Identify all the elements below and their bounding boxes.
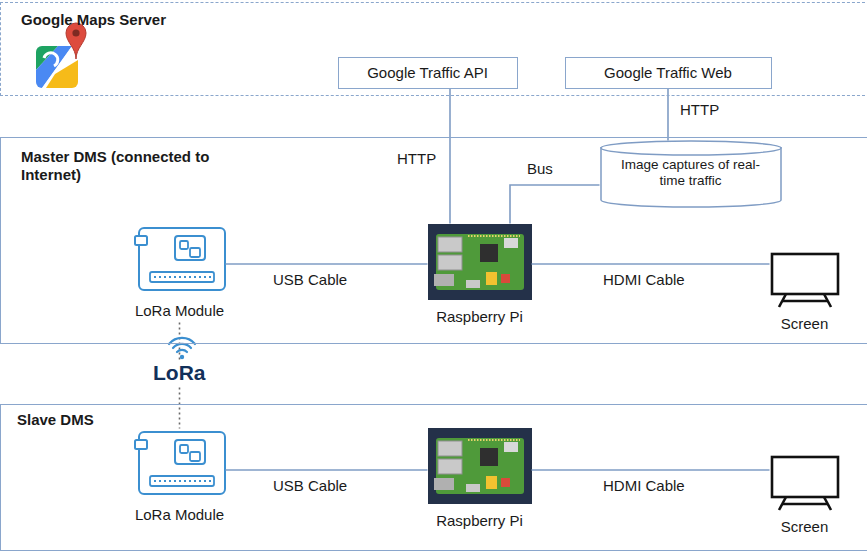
screen-icon xyxy=(772,457,838,510)
edge-label: LoRa xyxy=(150,360,209,385)
node-label: Google Traffic Web xyxy=(604,64,732,82)
node-label: Image captures of real-time traffic xyxy=(610,157,772,189)
connector-line xyxy=(226,469,428,471)
node-label: Screen xyxy=(781,315,829,333)
service-box: Google Traffic API xyxy=(338,57,518,89)
cylinder-body xyxy=(601,147,781,207)
screen-icon xyxy=(772,254,838,307)
raspberry-pi-icon xyxy=(428,428,532,504)
node-label: Raspberry Pi xyxy=(436,308,523,326)
connector-line xyxy=(510,185,600,224)
connector-line xyxy=(667,89,669,141)
region-title: Slave DMS xyxy=(17,411,317,429)
connector-line xyxy=(449,89,451,224)
node-label: Screen xyxy=(781,518,829,536)
edge-label: HTTP xyxy=(680,101,719,119)
lora-module: LoRa Module xyxy=(134,228,226,320)
edge-label: HDMI Cable xyxy=(603,477,685,495)
node-label: Google Traffic API xyxy=(367,64,488,82)
database-cylinder: Image captures of real-time traffic xyxy=(600,140,782,208)
google-maps-logo xyxy=(36,23,86,88)
edge-label: Bus xyxy=(527,160,553,178)
region-title: Google Maps Server xyxy=(21,11,321,29)
connector-line xyxy=(532,469,770,471)
service-box: Google Traffic Web xyxy=(565,57,772,89)
raspberry-pi: Raspberry Pi xyxy=(428,428,532,530)
master-dms-region: Image captures of real-time trafficLoRa … xyxy=(0,137,867,344)
screen-monitor: Screen xyxy=(770,455,840,536)
lora-module: LoRa Module xyxy=(134,432,226,524)
connector-line xyxy=(226,263,428,265)
region-title: Master DMS (connected to Internet) xyxy=(21,148,221,184)
edge-label: HTTP xyxy=(397,150,436,168)
server-region: Google Traffic API Google Traffic Web Goog… xyxy=(0,2,867,96)
edge-label: USB Cable xyxy=(273,477,347,495)
connector-line xyxy=(532,263,770,265)
raspberry-pi: Raspberry Pi xyxy=(428,224,532,326)
node-label: Raspberry Pi xyxy=(436,512,523,530)
edge-label: USB Cable xyxy=(273,271,347,289)
slave-dms-region: LoRa Module Raspberry Pi Screen Slave DMS xyxy=(0,404,867,551)
cylinder-top xyxy=(601,141,781,155)
node-label: LoRa Module xyxy=(135,302,224,320)
wireless-symbol xyxy=(169,338,195,359)
screen-monitor: Screen xyxy=(770,252,840,333)
node-label: LoRa Module xyxy=(135,506,224,524)
lora-module-icon xyxy=(135,432,225,494)
lora-module-icon xyxy=(135,228,225,290)
raspberry-pi-icon xyxy=(428,224,532,300)
edge-label: HDMI Cable xyxy=(603,271,685,289)
